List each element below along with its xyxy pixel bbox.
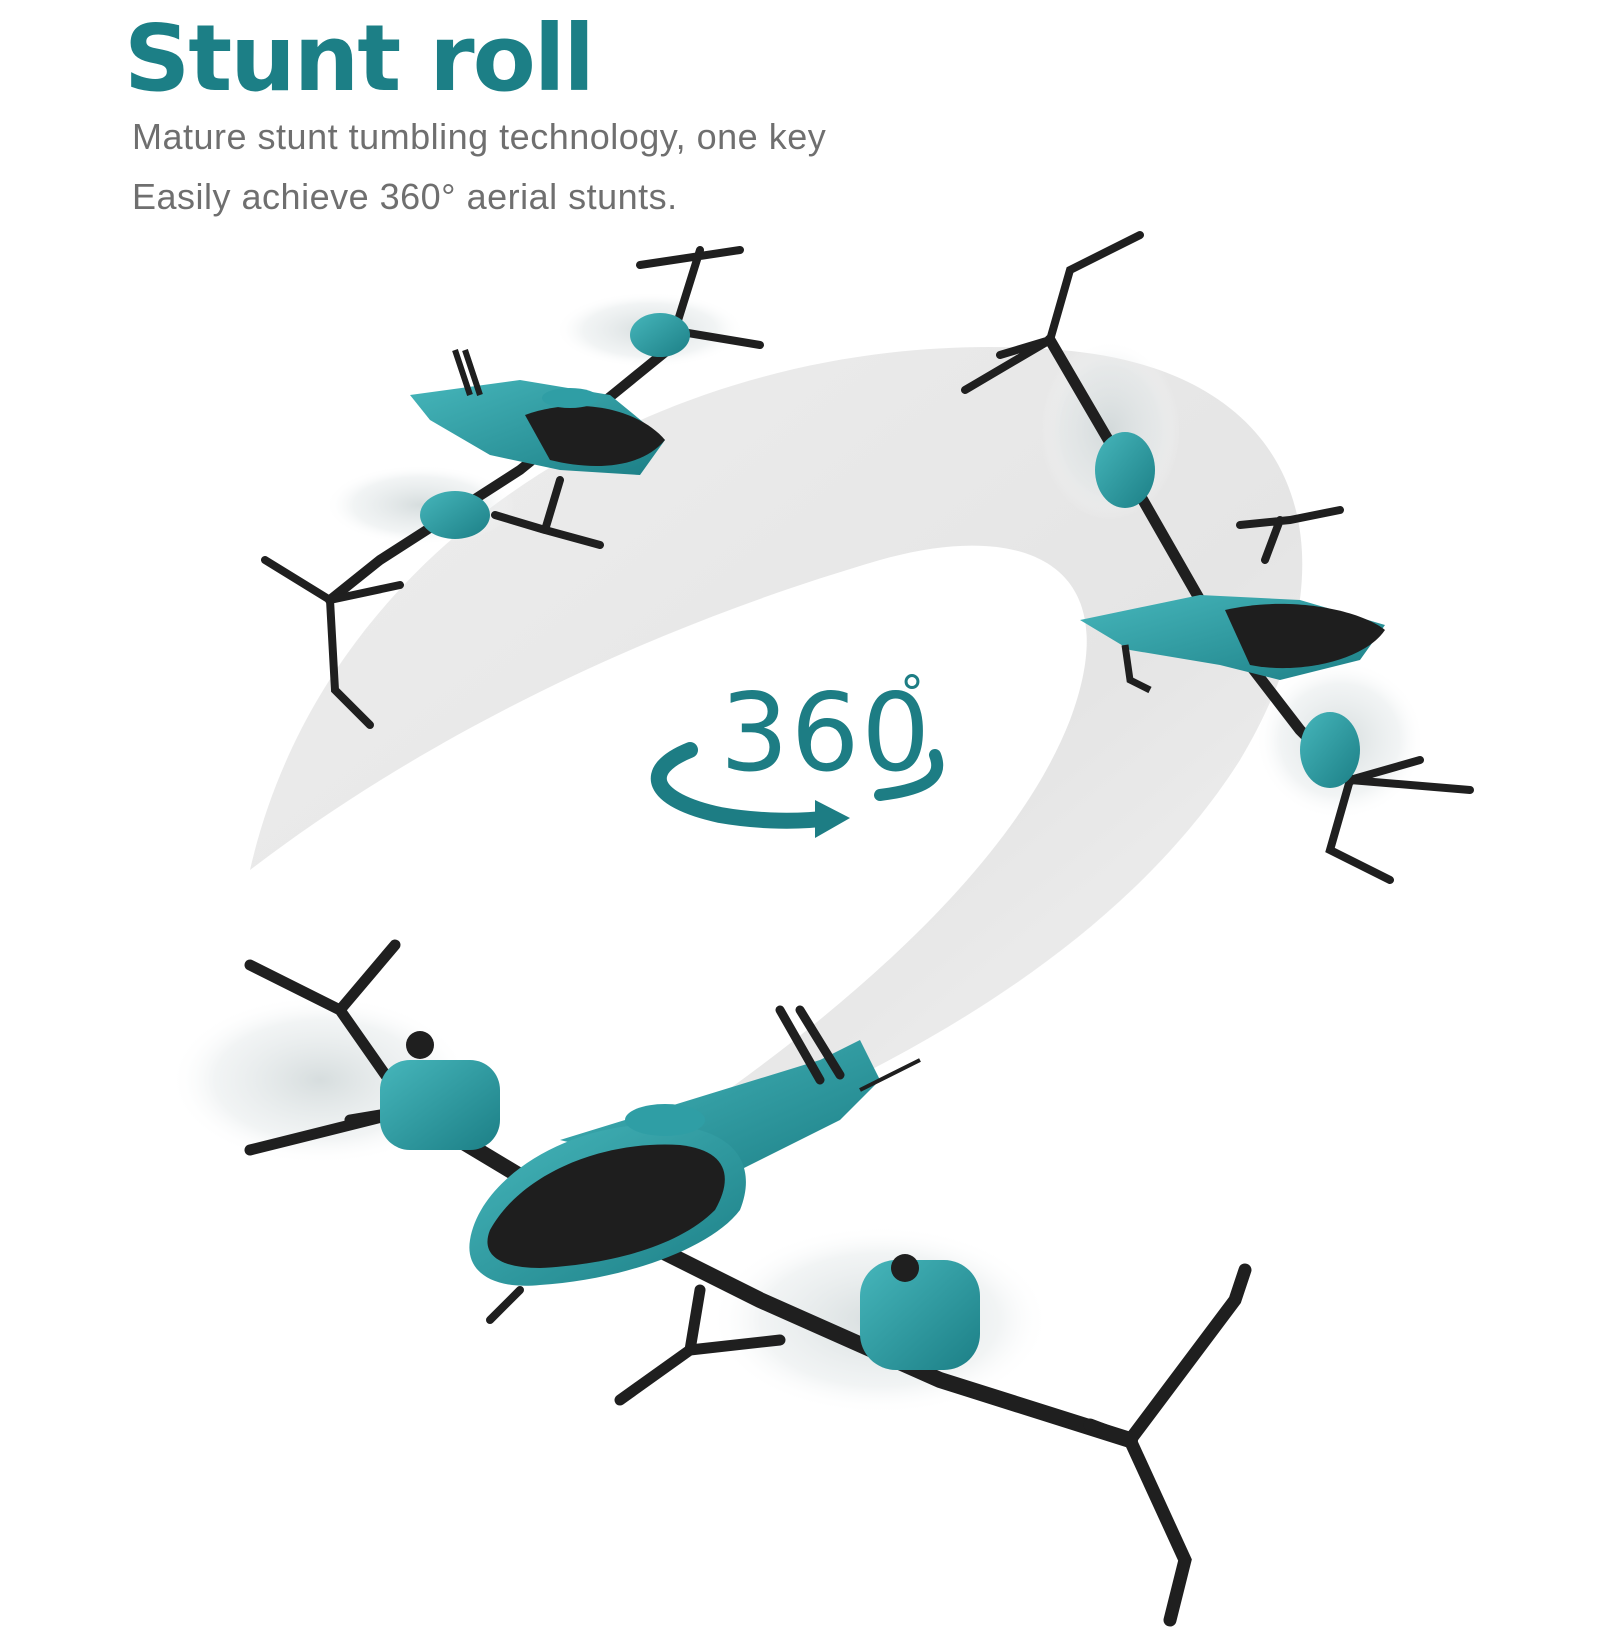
drone-top-right <box>961 231 1474 884</box>
rotation-badge: 360 ° <box>650 666 943 838</box>
drone-bottom-large <box>170 939 1252 1627</box>
badge-degree-symbol: ° <box>900 666 926 722</box>
badge-360-label: 360 <box>720 671 932 796</box>
drone-top-left <box>261 246 764 729</box>
rotation-arrow-icon <box>650 742 943 838</box>
description-line-1: Mature stunt tumbling technology, one ke… <box>132 116 827 157</box>
description-line-2: Easily achieve 360° aerial stunts. <box>132 176 678 217</box>
rotation-swoosh <box>250 347 1303 1200</box>
headline: Stunt roll <box>124 5 595 112</box>
